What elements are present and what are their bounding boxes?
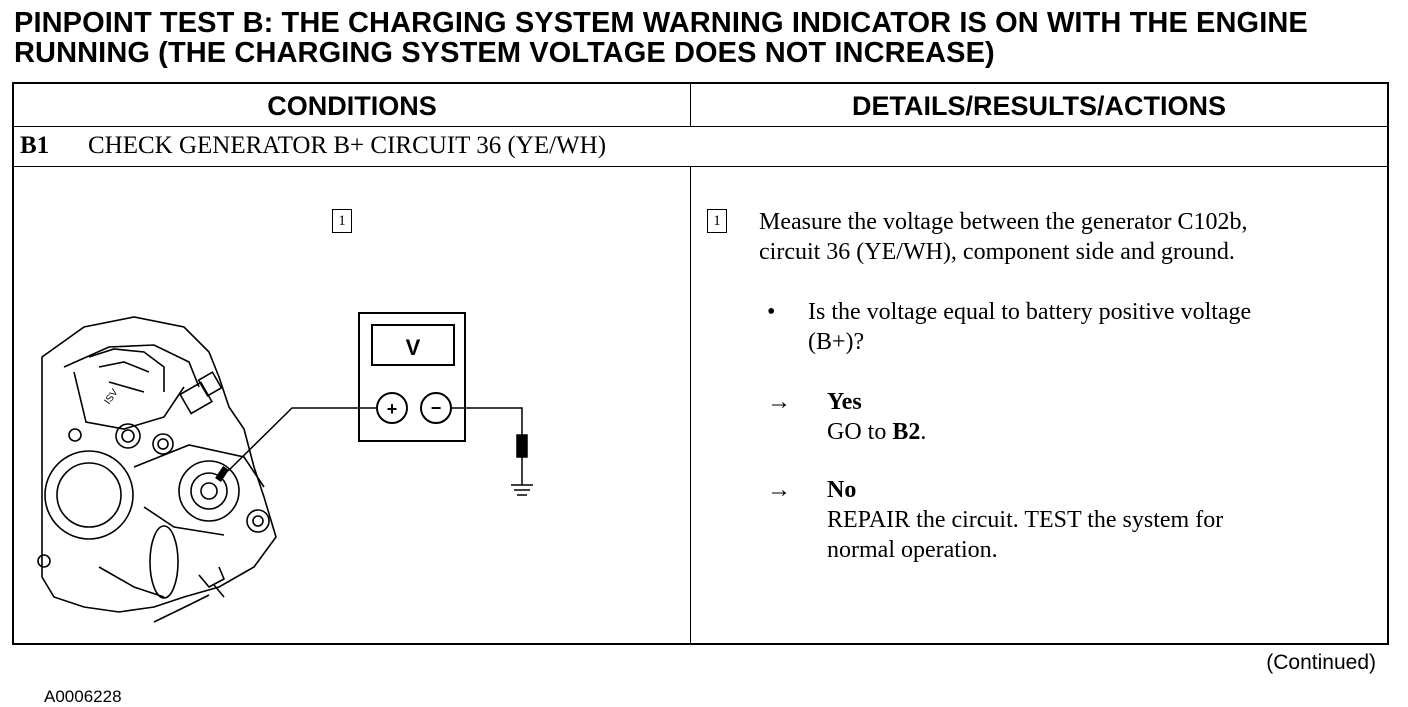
connector-label: ISV	[102, 387, 120, 407]
figure-callout: 1	[332, 209, 352, 233]
ground-icon	[511, 434, 533, 496]
step-id: B1	[20, 132, 50, 159]
title-line-1: PINPOINT TEST B: THE CHARGING SYSTEM WAR…	[14, 7, 1308, 39]
conditions-header: CONDITIONS	[267, 91, 437, 121]
meter-label: V	[406, 335, 421, 360]
generator-voltmeter-illustration: V + −	[37, 312, 533, 623]
figure-id: A0006228	[44, 687, 122, 706]
page-title: PINPOINT TEST B: THE CHARGING SYSTEM WAR…	[14, 8, 1399, 68]
test-leads	[215, 407, 523, 482]
no-action-line-2: normal operation.	[827, 537, 998, 563]
no-action-line-1: REPAIR the circuit. TEST the system for	[827, 507, 1224, 533]
yes-action-suffix: .	[920, 419, 927, 445]
no-arrow-icon: →	[767, 477, 791, 503]
conditions-cell: 1 V + −	[14, 167, 690, 706]
yes-label: Yes	[827, 389, 862, 415]
details-header: DETAILS/RESULTS/ACTIONS	[851, 91, 1226, 121]
yes-arrow-icon: →	[767, 389, 791, 415]
yes-action: GO to B2.	[827, 417, 926, 447]
pinpoint-test-table: CONDITIONS DETAILS/RESULTS/ACTIONS B1 CH…	[12, 82, 1389, 706]
no-label: No	[827, 477, 857, 503]
title-line-2: RUNNING (THE CHARGING SYSTEM VOLTAGE DOE…	[14, 37, 995, 69]
details-callout: 1	[707, 209, 727, 233]
question-line-1: Is the voltage equal to battery positive…	[808, 299, 1252, 325]
yes-action-prefix: GO to	[827, 419, 893, 445]
step-row: B1 CHECK GENERATOR B+ CIRCUIT 36 (YE/WH)	[14, 126, 1387, 167]
yes-action-target: B2	[892, 419, 921, 445]
header-divider	[690, 84, 691, 126]
instruction-line-2: circuit 36 (YE/WH), component side and g…	[759, 239, 1235, 265]
minus-terminal-icon: −	[431, 398, 442, 418]
bullet-icon: •	[767, 299, 776, 325]
details-cell: 1 Measure the voltage between the genera…	[691, 167, 1387, 643]
plus-terminal-icon: +	[387, 399, 398, 419]
continued-note: (Continued)	[1266, 651, 1376, 674]
step-title: CHECK GENERATOR B+ CIRCUIT 36 (YE/WH)	[88, 132, 607, 159]
table-header-row: CONDITIONS DETAILS/RESULTS/ACTIONS	[14, 84, 1387, 127]
question-line-2: (B+)?	[808, 329, 865, 355]
body-divider	[690, 167, 691, 643]
instruction-line-1: Measure the voltage between the generato…	[759, 209, 1248, 235]
generator-icon	[37, 316, 277, 623]
voltmeter	[358, 312, 466, 442]
